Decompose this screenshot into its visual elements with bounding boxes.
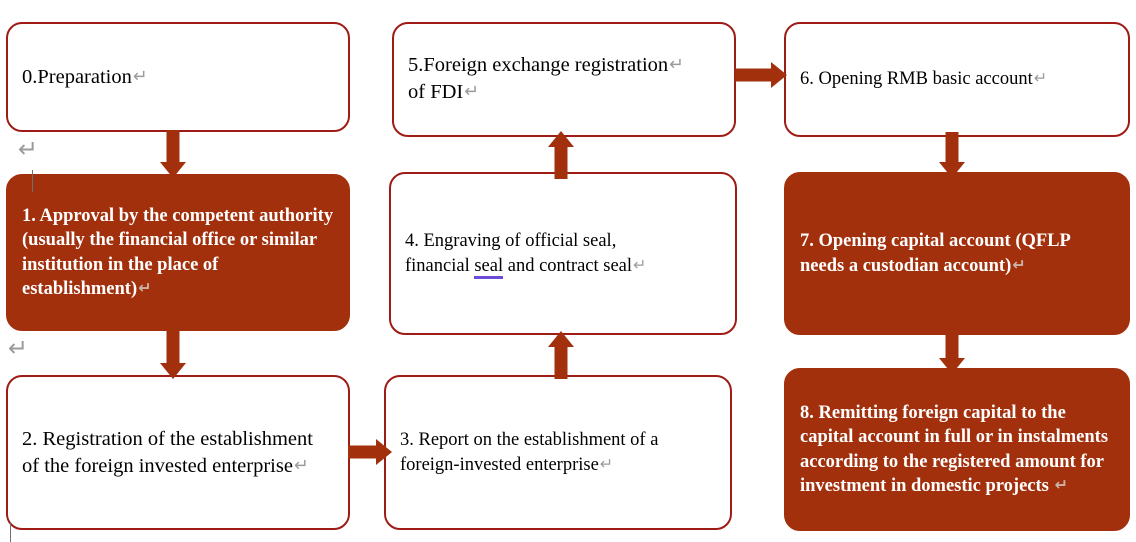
- arrow-shaft: [554, 345, 568, 379]
- step-2-label: 2. Registration of the establishment of …: [22, 427, 313, 477]
- arrow-0-to-1: [158, 130, 188, 178]
- pilcrow-icon: ↵: [1033, 68, 1048, 88]
- pilcrow-icon: ↵: [464, 81, 479, 102]
- pilcrow-icon: ↵: [132, 66, 148, 87]
- margin-return-mark-bottom: ↵: [8, 334, 29, 362]
- margin-return-mark-top: ↵: [18, 135, 39, 163]
- arrow-head-icon: [548, 331, 574, 347]
- page-edge-tick-top: [32, 170, 33, 192]
- step-7-opening-capital-account[interactable]: 7. Opening capital account (QFLP needs a…: [784, 172, 1130, 335]
- arrow-shaft: [735, 68, 773, 82]
- arrow-head-icon: [939, 358, 965, 374]
- arrow-4-to-5: [546, 131, 576, 179]
- pilcrow-icon: ↵: [1012, 254, 1026, 274]
- pilcrow-icon: ↵: [599, 453, 614, 473]
- step-6-label: 6. Opening RMB basic account↵: [800, 68, 1048, 90]
- step-5-foreign-exchange-registration[interactable]: 5.Foreign exchange registration↵ of FDI↵: [392, 22, 736, 137]
- step-3-label: 3. Report on the establishment of a fore…: [400, 430, 659, 475]
- arrow-head-icon: [548, 131, 574, 147]
- step-1-approval[interactable]: 1. Approval by the competent authority (…: [6, 174, 350, 331]
- step-2-registration[interactable]: 2. Registration of the establishment of …: [6, 375, 350, 530]
- step-4-label: 4. Engraving of official seal, financial…: [405, 229, 721, 279]
- step-4-engraving-seals[interactable]: 4. Engraving of official seal, financial…: [389, 172, 737, 335]
- pilcrow-icon: ↵: [633, 254, 647, 274]
- arrow-6-to-7: [937, 132, 967, 178]
- step-3-report[interactable]: 3. Report on the establishment of a fore…: [384, 375, 732, 530]
- step-0-preparation[interactable]: 0.Preparation↵: [6, 22, 350, 132]
- arrow-head-icon: [771, 62, 787, 88]
- arrow-7-to-8: [937, 332, 967, 374]
- arrow-shaft: [945, 132, 959, 164]
- arrow-3-to-4: [546, 331, 576, 379]
- arrow-head-icon: [160, 162, 186, 178]
- arrow-head-icon: [376, 439, 392, 465]
- arrow-shaft: [348, 445, 378, 459]
- step-1-label: 1. Approval by the competent authority (…: [22, 206, 334, 299]
- arrow-shaft: [554, 145, 568, 179]
- step-5-label: 5.Foreign exchange registration↵ of FDI↵: [408, 54, 684, 103]
- pilcrow-icon: ↵: [669, 55, 684, 75]
- arrow-5-to-6: [735, 60, 787, 90]
- arrow-2-to-3: [348, 437, 392, 467]
- arrow-1-to-2: [158, 331, 188, 379]
- pilcrow-icon: ↵: [1054, 474, 1068, 494]
- step-0-label: 0.Preparation↵: [22, 65, 148, 88]
- pilcrow-icon: ↵: [293, 455, 309, 476]
- pilcrow-icon: ↵: [138, 277, 152, 297]
- arrow-shaft: [166, 331, 180, 365]
- step-7-label: 7. Opening capital account (QFLP needs a…: [800, 231, 1070, 276]
- spellcheck-underlined-word: seal: [474, 255, 504, 279]
- step-8-label: 8. Remitting foreign capital to the capi…: [800, 403, 1109, 496]
- step-8-remitting-foreign-capital[interactable]: 8. Remitting foreign capital to the capi…: [784, 368, 1130, 531]
- arrow-shaft: [166, 130, 180, 164]
- arrow-head-icon: [160, 363, 186, 379]
- arrow-shaft: [945, 332, 959, 360]
- arrow-head-icon: [939, 162, 965, 178]
- step-6-opening-rmb-basic-account[interactable]: 6. Opening RMB basic account↵: [784, 22, 1130, 137]
- page-edge-tick-bottom: [10, 522, 11, 542]
